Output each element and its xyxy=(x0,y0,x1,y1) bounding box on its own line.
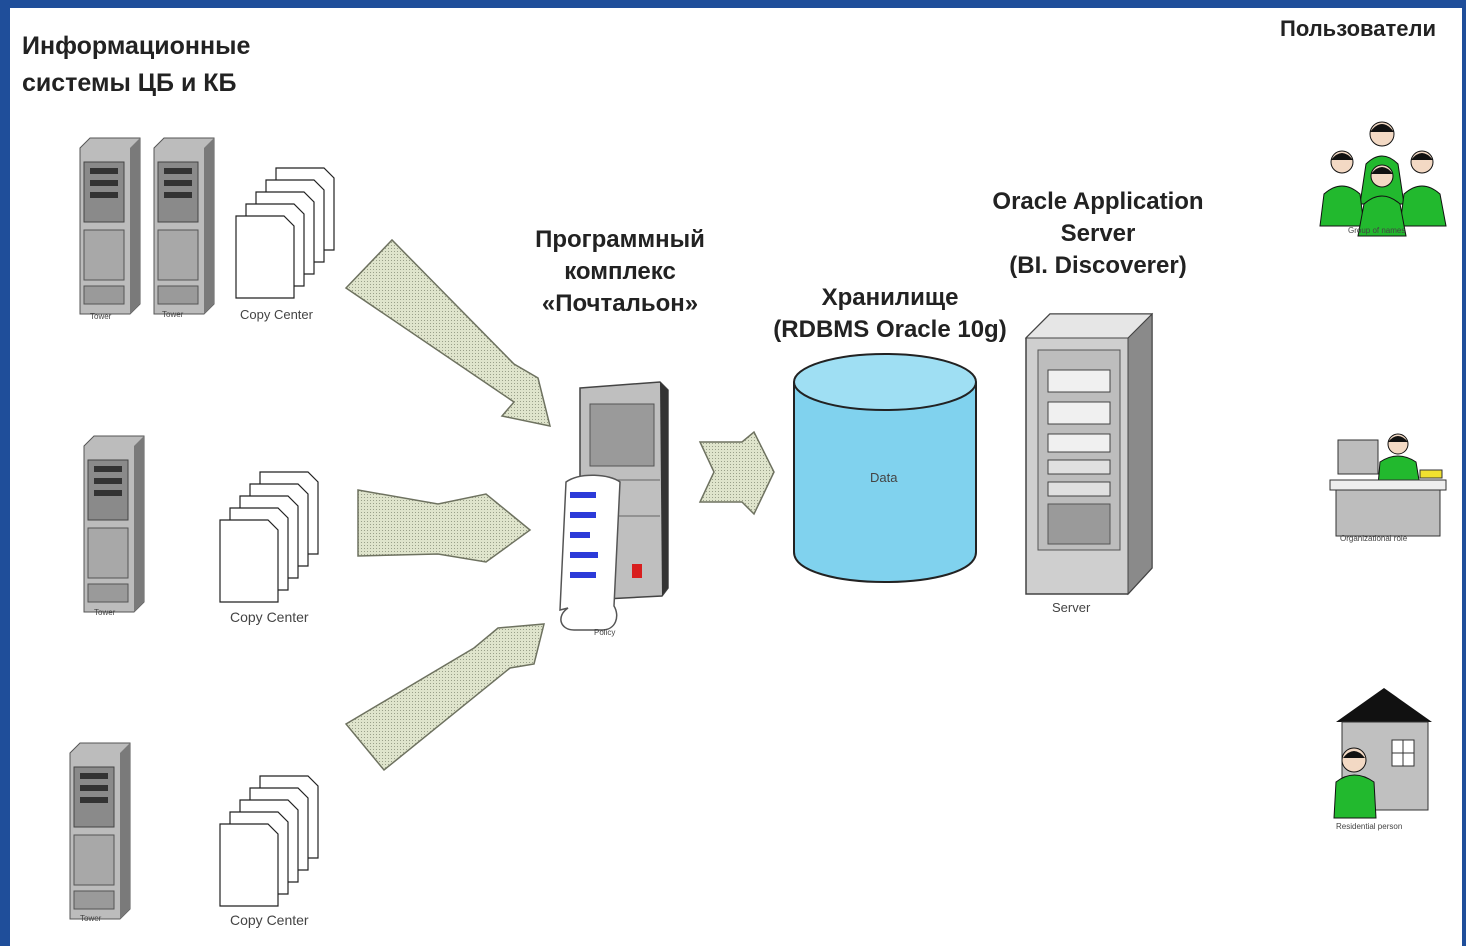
residential-person-icon xyxy=(1333,688,1432,819)
user-group-icon xyxy=(1319,121,1447,237)
server-label: Server xyxy=(1052,600,1091,615)
policy-label: Policy xyxy=(594,628,616,637)
copy-center-label: Copy Center xyxy=(230,912,309,928)
policy-scroll-icon xyxy=(559,474,621,631)
tower-label: Tower xyxy=(94,608,116,617)
source-systems-title: Информационные системы ЦБ и КБ xyxy=(22,32,251,97)
data-label: Data xyxy=(870,470,898,485)
application-server-icon xyxy=(1024,312,1154,596)
copy-center-label: Copy Center xyxy=(240,307,313,322)
postman-title: Программный комплекс «Почтальон» xyxy=(535,226,705,317)
users-title: Пользователи xyxy=(1280,16,1437,41)
storage-title: Хранилище (RDBMS Oracle 10g) xyxy=(773,284,1007,343)
group-label: Group of names xyxy=(1348,226,1406,235)
org-role-label: Organizational role xyxy=(1340,534,1408,543)
arrow-icon xyxy=(344,238,775,772)
tower-label: Tower xyxy=(90,312,112,321)
copy-center-label: Copy Center xyxy=(230,609,309,625)
diagram-canvas: Информационные системы ЦБ и КБ Пользоват… xyxy=(10,8,1462,946)
resident-label: Residential person xyxy=(1336,822,1403,831)
tower-label: Tower xyxy=(80,914,102,923)
app-server-title: Oracle Application Server (BI. Discovere… xyxy=(992,188,1204,279)
tower-label: Tower xyxy=(162,310,184,319)
organizational-role-icon xyxy=(1329,433,1447,537)
database-icon xyxy=(793,353,977,583)
